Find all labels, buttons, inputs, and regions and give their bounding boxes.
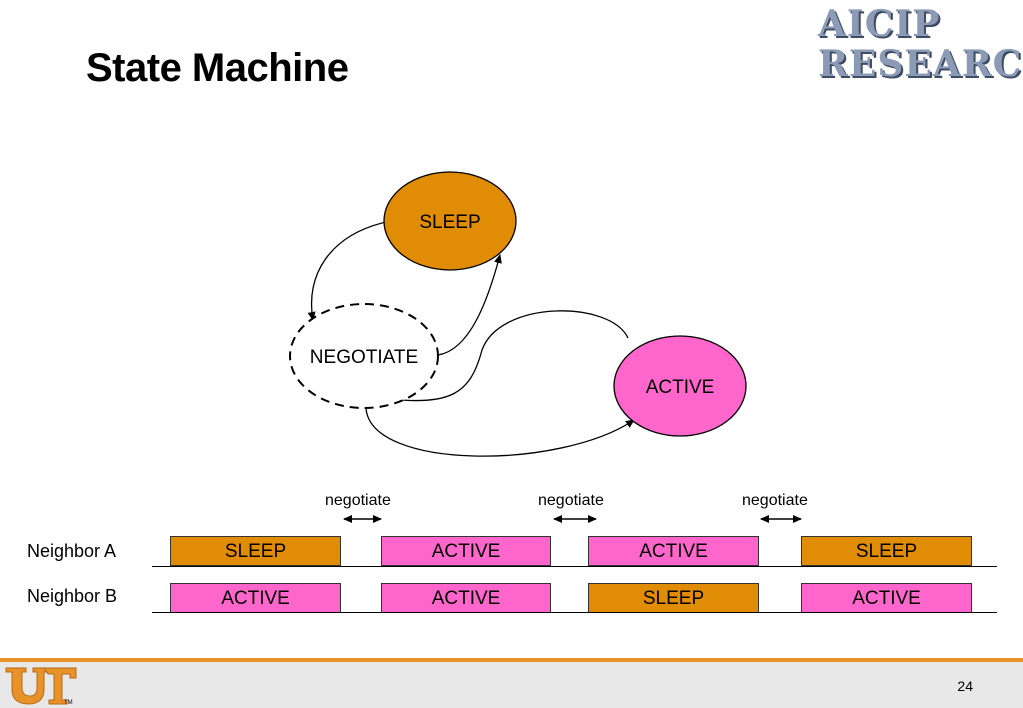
neighbor-a-slot-2: ACTIVE — [381, 536, 551, 566]
neighbor-b-slot-2: ACTIVE — [381, 583, 551, 613]
logo-line-2: RESEARCH — [818, 43, 1023, 85]
footer-bar — [0, 662, 1023, 708]
page-number: 24 — [957, 678, 973, 694]
slide-title: State Machine — [86, 46, 349, 90]
active-state-label: ACTIVE — [646, 377, 715, 398]
svg-text:TM: TM — [64, 700, 73, 706]
neighbor-b-timeline — [152, 612, 997, 613]
negotiate-state-label: NEGOTIATE — [310, 347, 418, 368]
neighbor-a-timeline — [152, 566, 997, 567]
sleep-to-negotiate-arrow — [307, 221, 387, 321]
active-state-node — [613, 335, 747, 437]
neighbor-b-slot-1: ACTIVE — [170, 583, 341, 613]
aicip-research-logo: AICIP RESEARCH — [818, 4, 1023, 84]
ut-logo-icon: TM — [5, 667, 77, 706]
neighbor-a-label: Neighbor A — [27, 541, 117, 561]
negotiate-label: negotiate — [325, 492, 391, 509]
neighbor-a-slot-3: ACTIVE — [588, 536, 759, 566]
negotiate-to-sleep-arrow — [437, 254, 502, 356]
sleep-state-node — [383, 171, 517, 271]
negotiate-label: negotiate — [742, 492, 808, 509]
negotiate-to-active-arrow — [365, 407, 635, 457]
negotiate-state-node — [289, 303, 439, 409]
logo-line-1: AICIP — [818, 3, 941, 45]
neighbor-b-label: Neighbor B — [27, 586, 118, 606]
negotiate-label: negotiate — [538, 492, 604, 509]
neighbor-a-slot-4: SLEEP — [801, 536, 972, 566]
footer-divider — [0, 658, 1023, 662]
neighbor-a-slot-1: SLEEP — [170, 536, 341, 566]
active-to-negotiate-arrow — [387, 310, 629, 404]
sleep-state-label: SLEEP — [419, 212, 480, 233]
neighbor-b-slot-3: SLEEP — [588, 583, 759, 613]
neighbor-b-slot-4: ACTIVE — [801, 583, 972, 613]
